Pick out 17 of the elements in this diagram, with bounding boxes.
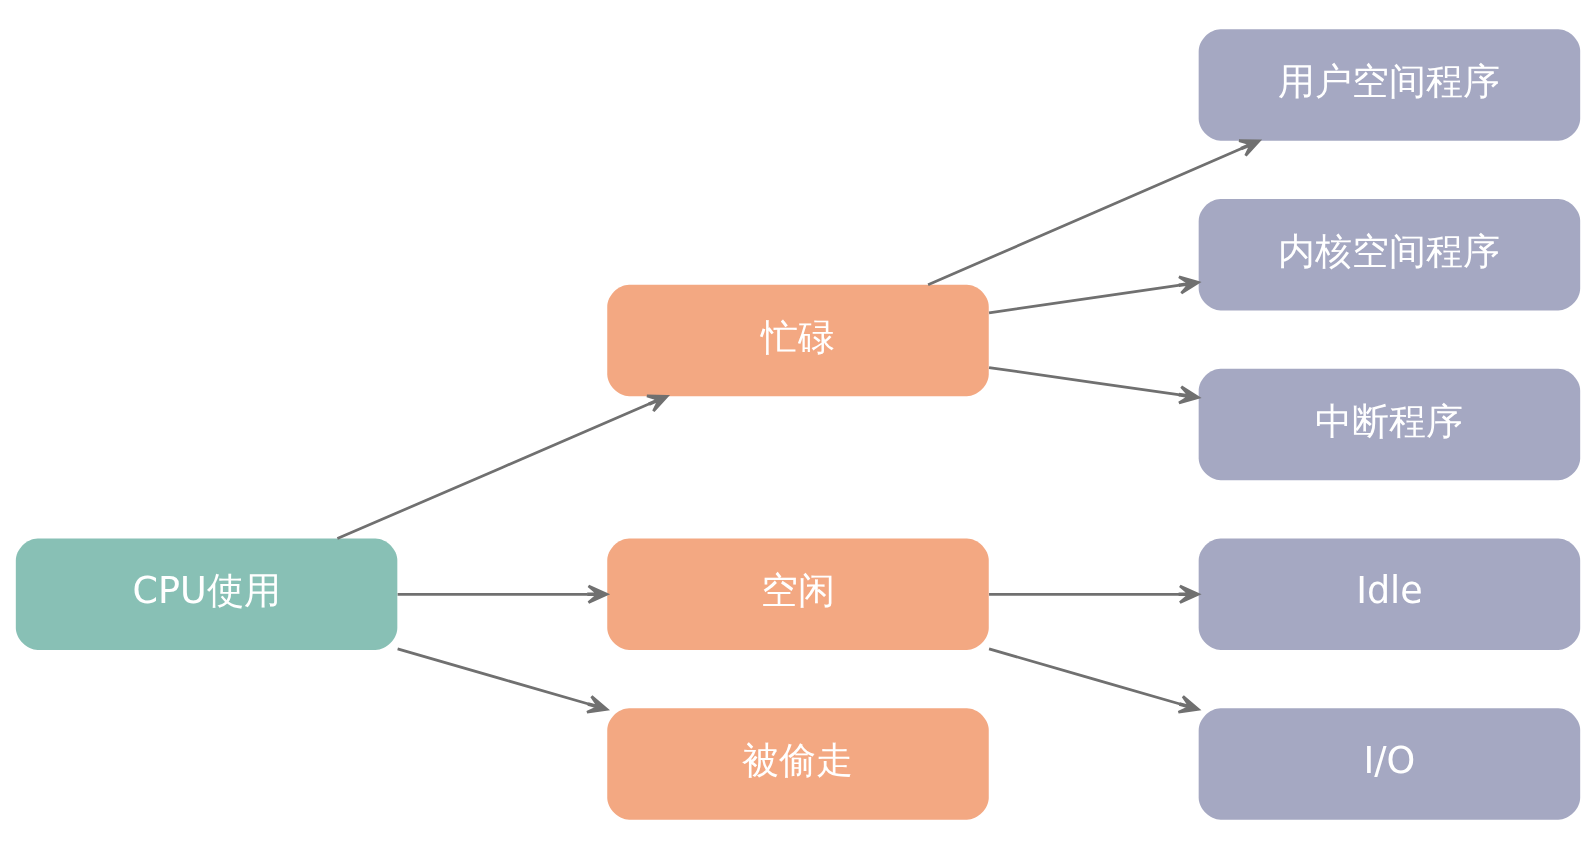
arrow — [988, 365, 1200, 404]
arrow — [927, 138, 1261, 286]
arrow — [397, 647, 609, 714]
node-box: Idle — [1198, 538, 1581, 650]
arrow — [989, 584, 1200, 604]
node-box: 忙碌 — [607, 284, 989, 396]
arrow — [988, 647, 1200, 714]
arrow — [988, 275, 1200, 314]
node-box: CPU使用 — [15, 538, 398, 650]
node-box: 空闲 — [607, 538, 989, 650]
arrow — [397, 584, 609, 604]
arrow — [336, 394, 669, 540]
node-box: 中断程序 — [1198, 368, 1581, 480]
node-box: 用户空间程序 — [1198, 28, 1581, 141]
node-box: 内核空间程序 — [1198, 198, 1581, 310]
node-box: 被偷走 — [607, 707, 989, 820]
node-box: I/O — [1198, 707, 1581, 820]
